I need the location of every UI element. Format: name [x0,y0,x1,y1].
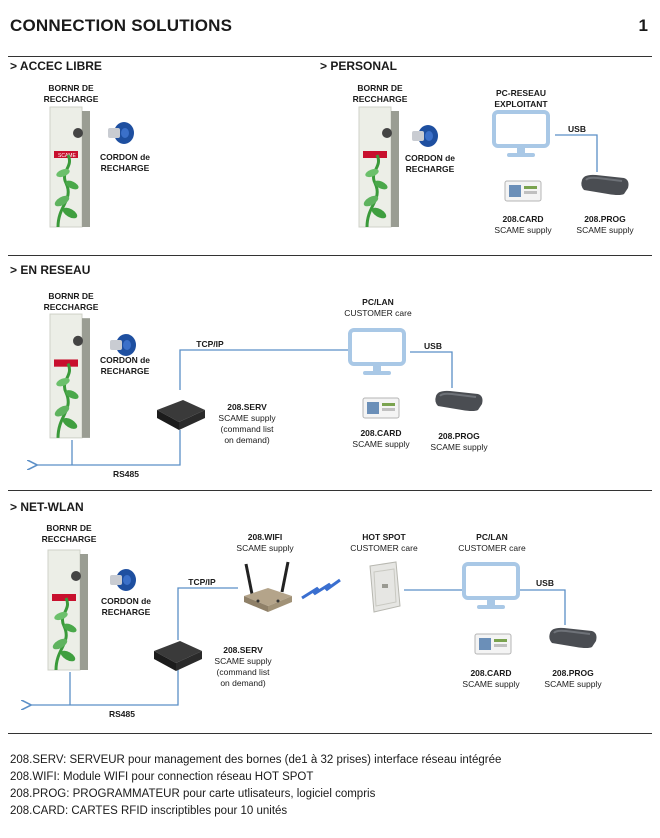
rs485-line [30,663,179,705]
tcp-ip-line [179,349,348,390]
tcp-ip-line [177,587,238,640]
rs485-label: RS485 [109,709,135,719]
rs485-line [36,430,181,465]
tcp-ip-label: TCP/IP [196,339,224,349]
hotspot-access-point-icon [369,561,401,613]
footer-note: 208.PROG: PROGRAMMATEUR pour carte utlis… [10,788,376,800]
programmer-device-icon [581,174,629,195]
rfid-card-icon [362,397,400,419]
plug-icon [110,334,136,356]
plug-icon [412,125,438,147]
section-personal: > PERSONAL [320,59,398,73]
section-accec-libre: > ACCEC LIBRE [10,59,102,73]
usb-line [410,351,453,388]
charging-pillar [47,549,88,671]
usb-label: USB [568,124,586,134]
usb-label: USB [536,578,554,588]
programmer-device-icon [549,627,597,648]
rfid-card-icon [474,633,512,655]
divider [8,733,652,734]
server-box-icon [154,641,202,671]
page-title: CONNECTION SOLUTIONS [10,16,233,35]
tcp-ip-label: TCP/IP [188,577,216,587]
plug-icon [110,569,136,591]
divider [8,490,652,491]
rfid-card-icon [504,180,542,202]
monitor-icon [348,328,406,375]
charging-pillar: SCAME [49,106,90,228]
server-box-icon [157,400,205,430]
rs485-label: RS485 [113,469,139,479]
divider [8,255,652,256]
page-number: 1 [638,16,648,35]
wifi-signal [301,578,341,600]
usb-label: USB [424,341,442,351]
charging-pillar [358,106,399,228]
monitor-icon [462,562,520,609]
section-net-wlan: > NET-WLAN [10,500,84,514]
charging-pillar [49,313,90,439]
plug-icon [108,122,134,144]
section-en-reseau: > EN RESEAU [10,263,91,277]
usb-line [520,589,566,625]
footer-note: 208.WIFI: Module WIFI pour connection ré… [10,771,314,783]
footer-note: 208.SERV: SERVEUR pour management des bo… [10,754,502,766]
usb-line [555,134,598,172]
monitor-icon [492,110,550,157]
divider [8,56,652,57]
wifi-module-icon [244,561,292,612]
footer-note: 208.CARD: CARTES RFID inscriptibles pour… [10,805,288,817]
programmer-device-icon [435,390,483,411]
